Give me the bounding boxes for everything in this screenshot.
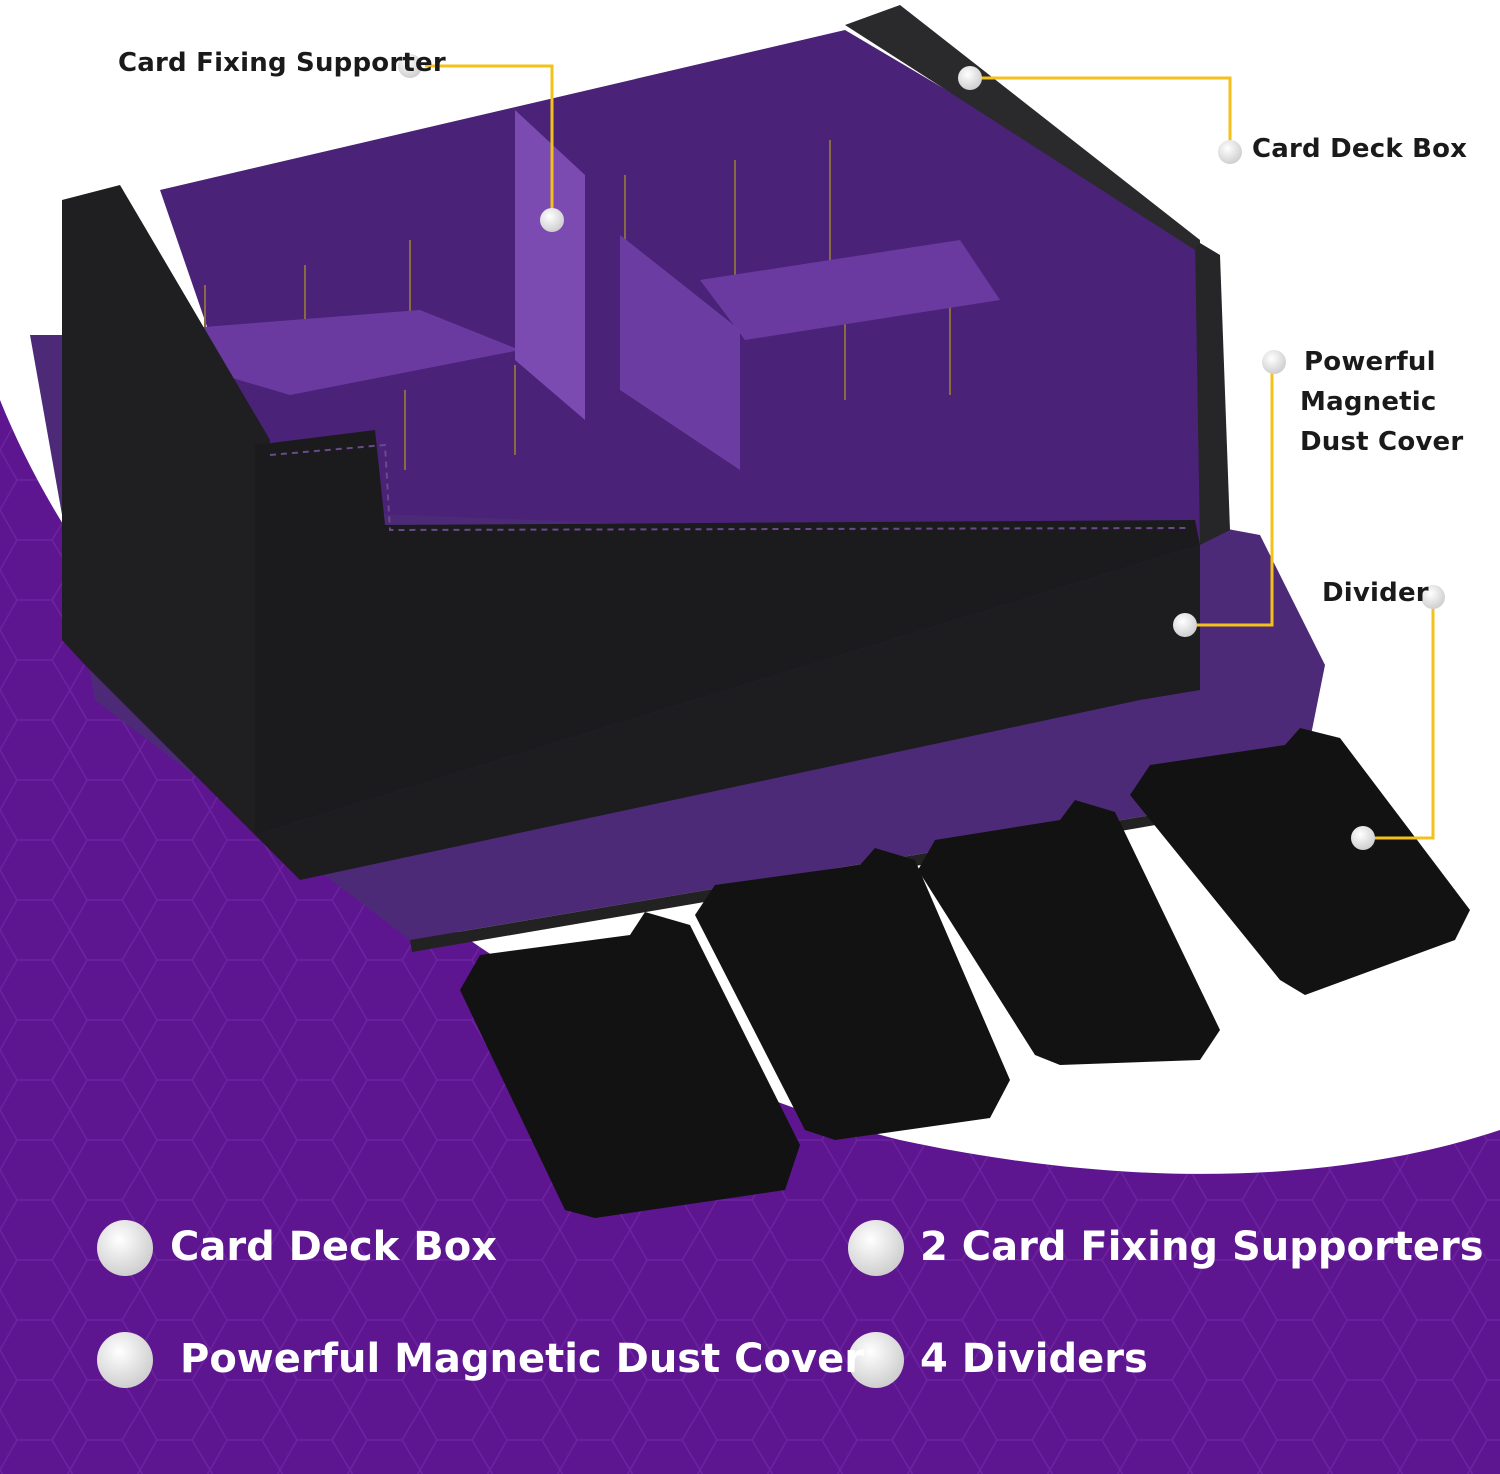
callout-dust-cover-line-3: Dust Cover	[1300, 427, 1464, 457]
callout-dust-cover: Powerful Magnetic Dust Cover	[1300, 342, 1463, 462]
feature-dividers: 4 Dividers	[920, 1336, 1148, 1382]
dot-cover-label	[1262, 350, 1286, 374]
dot-supporter-label	[398, 54, 422, 78]
dot-divider-label	[1421, 585, 1445, 609]
feature-card-deck-box: Card Deck Box	[170, 1224, 497, 1270]
divider-2	[695, 848, 1010, 1140]
callout-card-deck-box: Card Deck Box	[1252, 134, 1468, 164]
callout-divider: Divider	[1322, 578, 1429, 608]
card-deck-box	[62, 5, 1230, 880]
bullet-dust-cover	[97, 1332, 153, 1388]
dot-deckbox-target	[958, 66, 982, 90]
feature-bullets	[97, 1220, 904, 1388]
dot-deckbox-label	[1218, 140, 1242, 164]
dividers	[460, 728, 1470, 1218]
callout-card-fixing-supporter: Card Fixing Supporter	[118, 48, 446, 78]
dot-cover-target	[1173, 613, 1197, 637]
feature-dust-cover: Powerful Magnetic Dust Cover	[180, 1336, 864, 1382]
divider-1	[460, 912, 800, 1218]
bullet-dividers	[848, 1332, 904, 1388]
callout-dust-cover-line-1: Powerful	[1304, 347, 1436, 377]
purple-background	[0, 400, 1500, 1474]
feature-card-fixing-supporters: 2 Card Fixing Supporters	[920, 1224, 1484, 1270]
bullet-card-deck-box	[97, 1220, 153, 1276]
callout-dots	[398, 54, 1445, 850]
dot-divider-target	[1351, 826, 1375, 850]
dot-supporter-target	[540, 208, 564, 232]
bullet-card-fixing-supporters	[848, 1220, 904, 1276]
leader-lines	[425, 64, 1435, 840]
divider-4	[1130, 728, 1470, 995]
divider-3	[918, 800, 1220, 1065]
callout-dust-cover-line-2: Magnetic	[1300, 387, 1437, 417]
